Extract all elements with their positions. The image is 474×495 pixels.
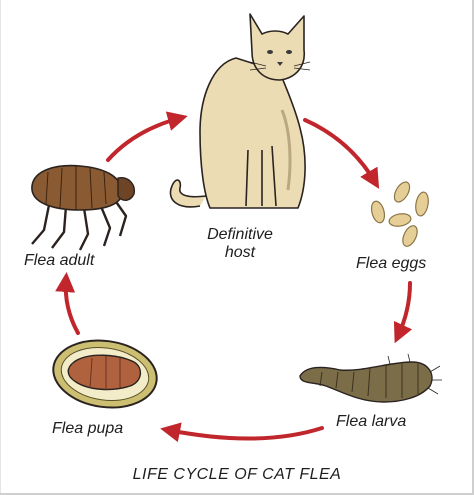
label-flea-pupa: Flea pupa: [52, 420, 123, 438]
label-definitive-host: Definitive host: [188, 226, 292, 262]
egg: [391, 179, 412, 204]
flea-adult-illustration: [32, 166, 134, 250]
arrow-adult-to-host: [108, 118, 180, 160]
flea-head: [118, 178, 134, 201]
pupa-body: [68, 355, 140, 389]
cat-eye-right: [286, 50, 292, 54]
larva-body: [300, 362, 432, 402]
arrow-larva-to-pupa: [168, 428, 322, 439]
flea-body: [32, 166, 122, 210]
arrow-eggs-to-larva: [398, 283, 410, 336]
cat-illustration: [170, 14, 310, 208]
label-flea-adult: Flea adult: [24, 252, 94, 270]
arrow-pupa-to-adult: [66, 280, 78, 333]
flea-larva-illustration: [300, 354, 442, 402]
egg: [414, 191, 430, 217]
egg: [388, 212, 412, 228]
cat-eye-left: [267, 50, 273, 54]
egg: [369, 200, 386, 224]
label-host-line1: Definitive: [188, 226, 292, 244]
egg: [400, 223, 420, 248]
flea-pupa-illustration: [49, 334, 161, 414]
flea-eggs-illustration: [369, 179, 430, 248]
arrow-host-to-eggs: [305, 120, 375, 182]
label-flea-larva: Flea larva: [336, 413, 406, 431]
cat-head: [250, 14, 304, 80]
label-flea-eggs: Flea eggs: [356, 255, 426, 273]
diagram-title: LIFE CYCLE OF CAT FLEA: [0, 466, 474, 484]
cat-tail: [170, 180, 206, 207]
label-host-line2: host: [188, 244, 292, 262]
